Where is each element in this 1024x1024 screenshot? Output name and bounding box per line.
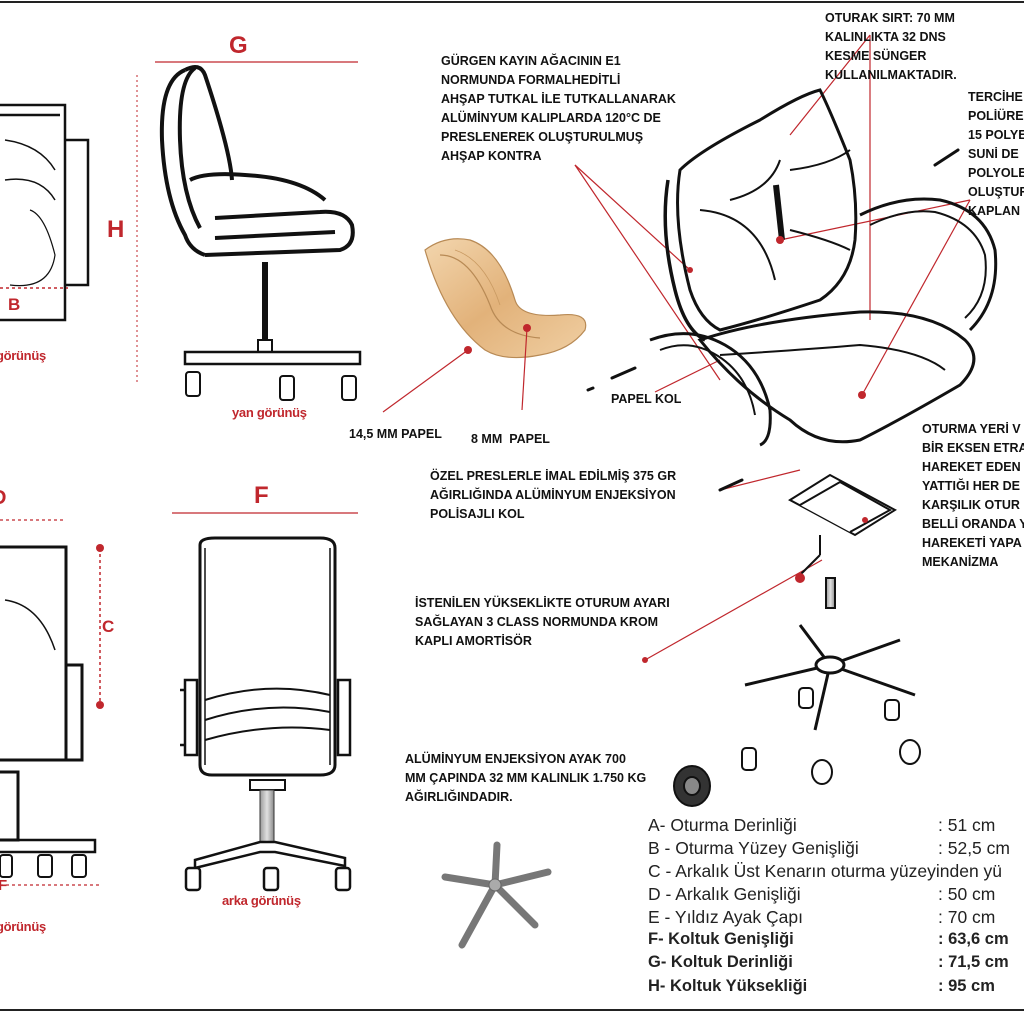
dim-label-g: G [229, 32, 248, 59]
spec-label: A- Oturma Derinliği [648, 815, 797, 835]
caster-wheel-icons [673, 687, 921, 807]
star-base-exploded-drawing [744, 624, 916, 731]
annotation-papel-kol: PAPEL KOL [611, 392, 682, 406]
bottom-left-casters [0, 854, 87, 878]
front-view-label-partial-2: görünüş [0, 919, 46, 934]
side-view-label: yan görünüş [232, 405, 307, 420]
dim-label-d-partial: D [0, 487, 6, 510]
dim-label-b: B [8, 295, 21, 314]
spec-label: E - Yıldız Ayak Çapı [648, 907, 803, 927]
dim-c-bottom-dot [96, 701, 104, 709]
side-view-chair-drawing [159, 64, 362, 366]
spec-label: B - Oturma Yüzey Genişliği [648, 838, 859, 858]
plywood-shell-drawing [424, 238, 587, 359]
spec-label: F- Koltuk Genişliği [648, 930, 794, 948]
spec-value: : 51 cm [938, 815, 996, 835]
back-view-label: arka görünüş [222, 893, 301, 908]
spec-value: : 70 cm [938, 907, 996, 927]
annotation-gas-lift: İSTENİLEN YÜKSEKLİKTE OTURUM AYARI SAĞLA… [415, 596, 670, 648]
spec-value: : 50 cm [938, 884, 996, 904]
exploded-chair-drawing [649, 88, 998, 447]
annotation-seat-foam: OTURAK SIRT: 70 MM KALINLIKTA 32 DNS KES… [825, 11, 957, 82]
front-view-bottom-partial-drawing [0, 545, 97, 854]
annotation-upholstery-partial: TERCİHE POLİÜRE 15 POLYE SUNİ DE POLYOLE… [968, 90, 1024, 218]
spec-value: : 95 cm [938, 977, 995, 995]
tilt-mechanism-drawing [788, 473, 897, 609]
back-view-gas-lift [259, 789, 275, 843]
spec-value: : 63,6 cm [938, 930, 1009, 948]
side-view-casters [185, 371, 357, 401]
annotation-base: ALÜMİNYUM ENJEKSİYON AYAK 700 MM ÇAPINDA… [405, 752, 647, 804]
dim-label-c: C [102, 617, 115, 636]
spec-label: G- Koltuk Derinliği [648, 953, 793, 971]
annotation-papel-8: 8 MM PAPEL [471, 432, 550, 446]
spec-label: H- Koltuk Yüksekliği [648, 977, 808, 995]
front-view-label-partial: görünüş [0, 348, 46, 363]
annotation-plywood: GÜRGEN KAYIN AĞACININ E1 NORMUNDA FORMAL… [441, 54, 676, 163]
back-view-chair-drawing [180, 536, 352, 791]
dim-label-h: H [107, 216, 125, 243]
annotation-armrest: ÖZEL PRESLERLE İMAL EDİLMİŞ 375 GR AĞIRL… [430, 469, 677, 521]
spec-value: : 71,5 cm [938, 953, 1009, 971]
gas-lift-leader-dot [642, 657, 648, 663]
metal-star-hub [488, 878, 502, 892]
annotation-mechanism-partial: OTURMA YERİ V BİR EKSEN ETRA HAREKET EDE… [922, 422, 1024, 569]
leader-lines [382, 34, 971, 661]
front-view-partial-drawing [0, 103, 90, 322]
spec-label: C - Arkalık Üst Kenarın oturma yüzeyinde… [648, 861, 1003, 881]
dim-c-top-dot [96, 544, 104, 552]
back-view-base [184, 840, 352, 892]
dim-label-f-partial: F [0, 877, 8, 894]
spec-value: : 52,5 cm [938, 838, 1010, 858]
spec-label: D - Arkalık Genişliği [648, 884, 801, 904]
screw-icons [586, 148, 960, 492]
annotation-papel-145: 14,5 MM PAPEL [349, 427, 442, 441]
dim-label-f: F [254, 482, 269, 509]
metal-star-base-drawing [441, 841, 552, 949]
exploded-chair-red-marks [687, 236, 866, 399]
